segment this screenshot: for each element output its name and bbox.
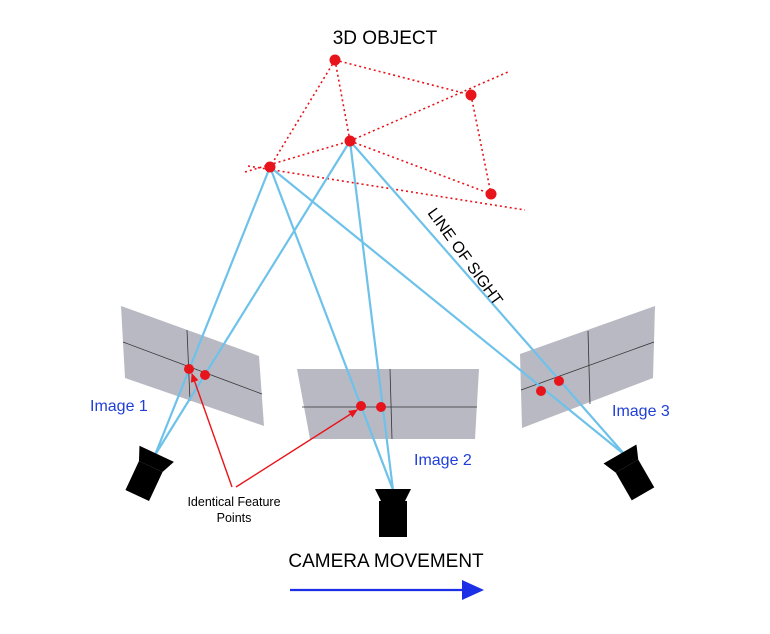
feature-point [200, 370, 210, 380]
camera-3-icon [603, 444, 655, 501]
pointer-arrow [190, 373, 233, 488]
image-plane-3-grid-h [520, 341, 655, 391]
image-plane-2 [297, 369, 479, 439]
feature-point [536, 386, 546, 396]
camera-2-icon [375, 489, 411, 537]
feature-point [554, 376, 564, 386]
title: 3D OBJECT [333, 28, 438, 49]
camera-1-icon [125, 445, 174, 501]
feature-pointers [190, 373, 358, 488]
camera-movement-arrow [290, 580, 484, 600]
feature-point [356, 401, 366, 411]
sight-lines [153, 140, 626, 491]
object-vertex [344, 135, 356, 147]
feature-point [184, 364, 194, 374]
line-of-sight-label: LINE OF SIGHT [424, 205, 506, 309]
camera-movement-label: CAMERA MOVEMENT [288, 551, 484, 572]
object-vertex [485, 188, 497, 200]
object-wireframe [244, 59, 526, 211]
object-vertices [264, 54, 497, 200]
image-plane-3-grid-v [587, 330, 591, 405]
pointer-arrow [235, 409, 358, 488]
image-2-label: Image 2 [414, 452, 472, 469]
feature-label-line1: Identical Feature [187, 495, 280, 509]
feature-point [376, 402, 386, 412]
feature-label-line2: Points [217, 511, 252, 525]
object-vertex [465, 89, 477, 101]
feature-points [184, 364, 564, 412]
image-plane-2-grid-v [389, 368, 393, 440]
object-vertex [264, 161, 276, 173]
image-3-label: Image 3 [612, 403, 670, 420]
object-vertex [329, 54, 341, 66]
image-1-label: Image 1 [90, 398, 148, 415]
